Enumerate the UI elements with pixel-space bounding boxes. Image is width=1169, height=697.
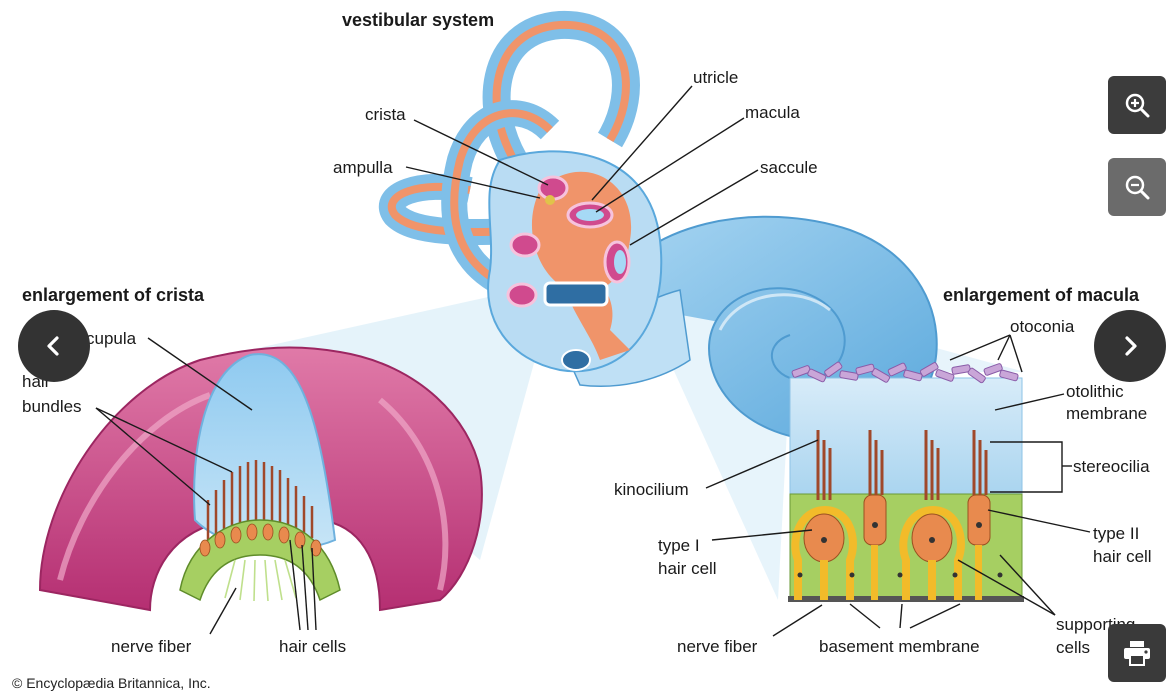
label-type-1-line2: hair cell [658, 559, 717, 578]
heading-enlargement-of-crista: enlargement of crista [22, 285, 205, 305]
label-type-1-line1: type I [658, 536, 700, 555]
label-macula: macula [745, 103, 800, 122]
zoom-in-button[interactable] [1108, 76, 1166, 134]
label-basement-membrane: basement membrane [819, 637, 980, 656]
chevron-left-icon [42, 334, 66, 358]
zoom-out-icon [1124, 174, 1150, 200]
heading-vestibular-system: vestibular system [342, 10, 494, 30]
label-otolithic-line2: membrane [1066, 404, 1147, 423]
label-otoconia: otoconia [1010, 317, 1075, 336]
label-saccule: saccule [760, 158, 818, 177]
printer-icon [1122, 640, 1152, 666]
label-crista: crista [365, 105, 406, 124]
label-stereocilia: stereocilia [1073, 457, 1150, 476]
next-image-button[interactable] [1094, 310, 1166, 382]
label-utricle: utricle [693, 68, 738, 87]
label-type-2-line2: hair cell [1093, 547, 1152, 566]
label-otolithic-line1: otolithic [1066, 382, 1124, 401]
label-hair-cells: hair cells [279, 637, 346, 656]
crista-enlargement [40, 347, 482, 610]
label-supporting-line2: cells [1056, 638, 1090, 657]
previous-image-button[interactable] [18, 310, 90, 382]
macula-enlargement [788, 361, 1024, 602]
label-cupula: cupula [86, 329, 137, 348]
print-button[interactable] [1108, 624, 1166, 682]
heading-enlargement-of-macula: enlargement of macula [943, 285, 1140, 305]
label-kinocilium: kinocilium [614, 480, 689, 499]
copyright-credit: © Encyclopædia Britannica, Inc. [12, 675, 211, 691]
label-nerve-fiber-right: nerve fiber [677, 637, 758, 656]
label-type-2-line1: type II [1093, 524, 1139, 543]
label-ampulla: ampulla [333, 158, 393, 177]
zoom-in-icon [1124, 92, 1150, 118]
zoom-out-button[interactable] [1108, 158, 1166, 216]
vestibule [488, 151, 661, 371]
label-hair-bundles-line2: bundles [22, 397, 82, 416]
label-nerve-fiber-left: nerve fiber [111, 637, 192, 656]
chevron-right-icon [1118, 334, 1142, 358]
